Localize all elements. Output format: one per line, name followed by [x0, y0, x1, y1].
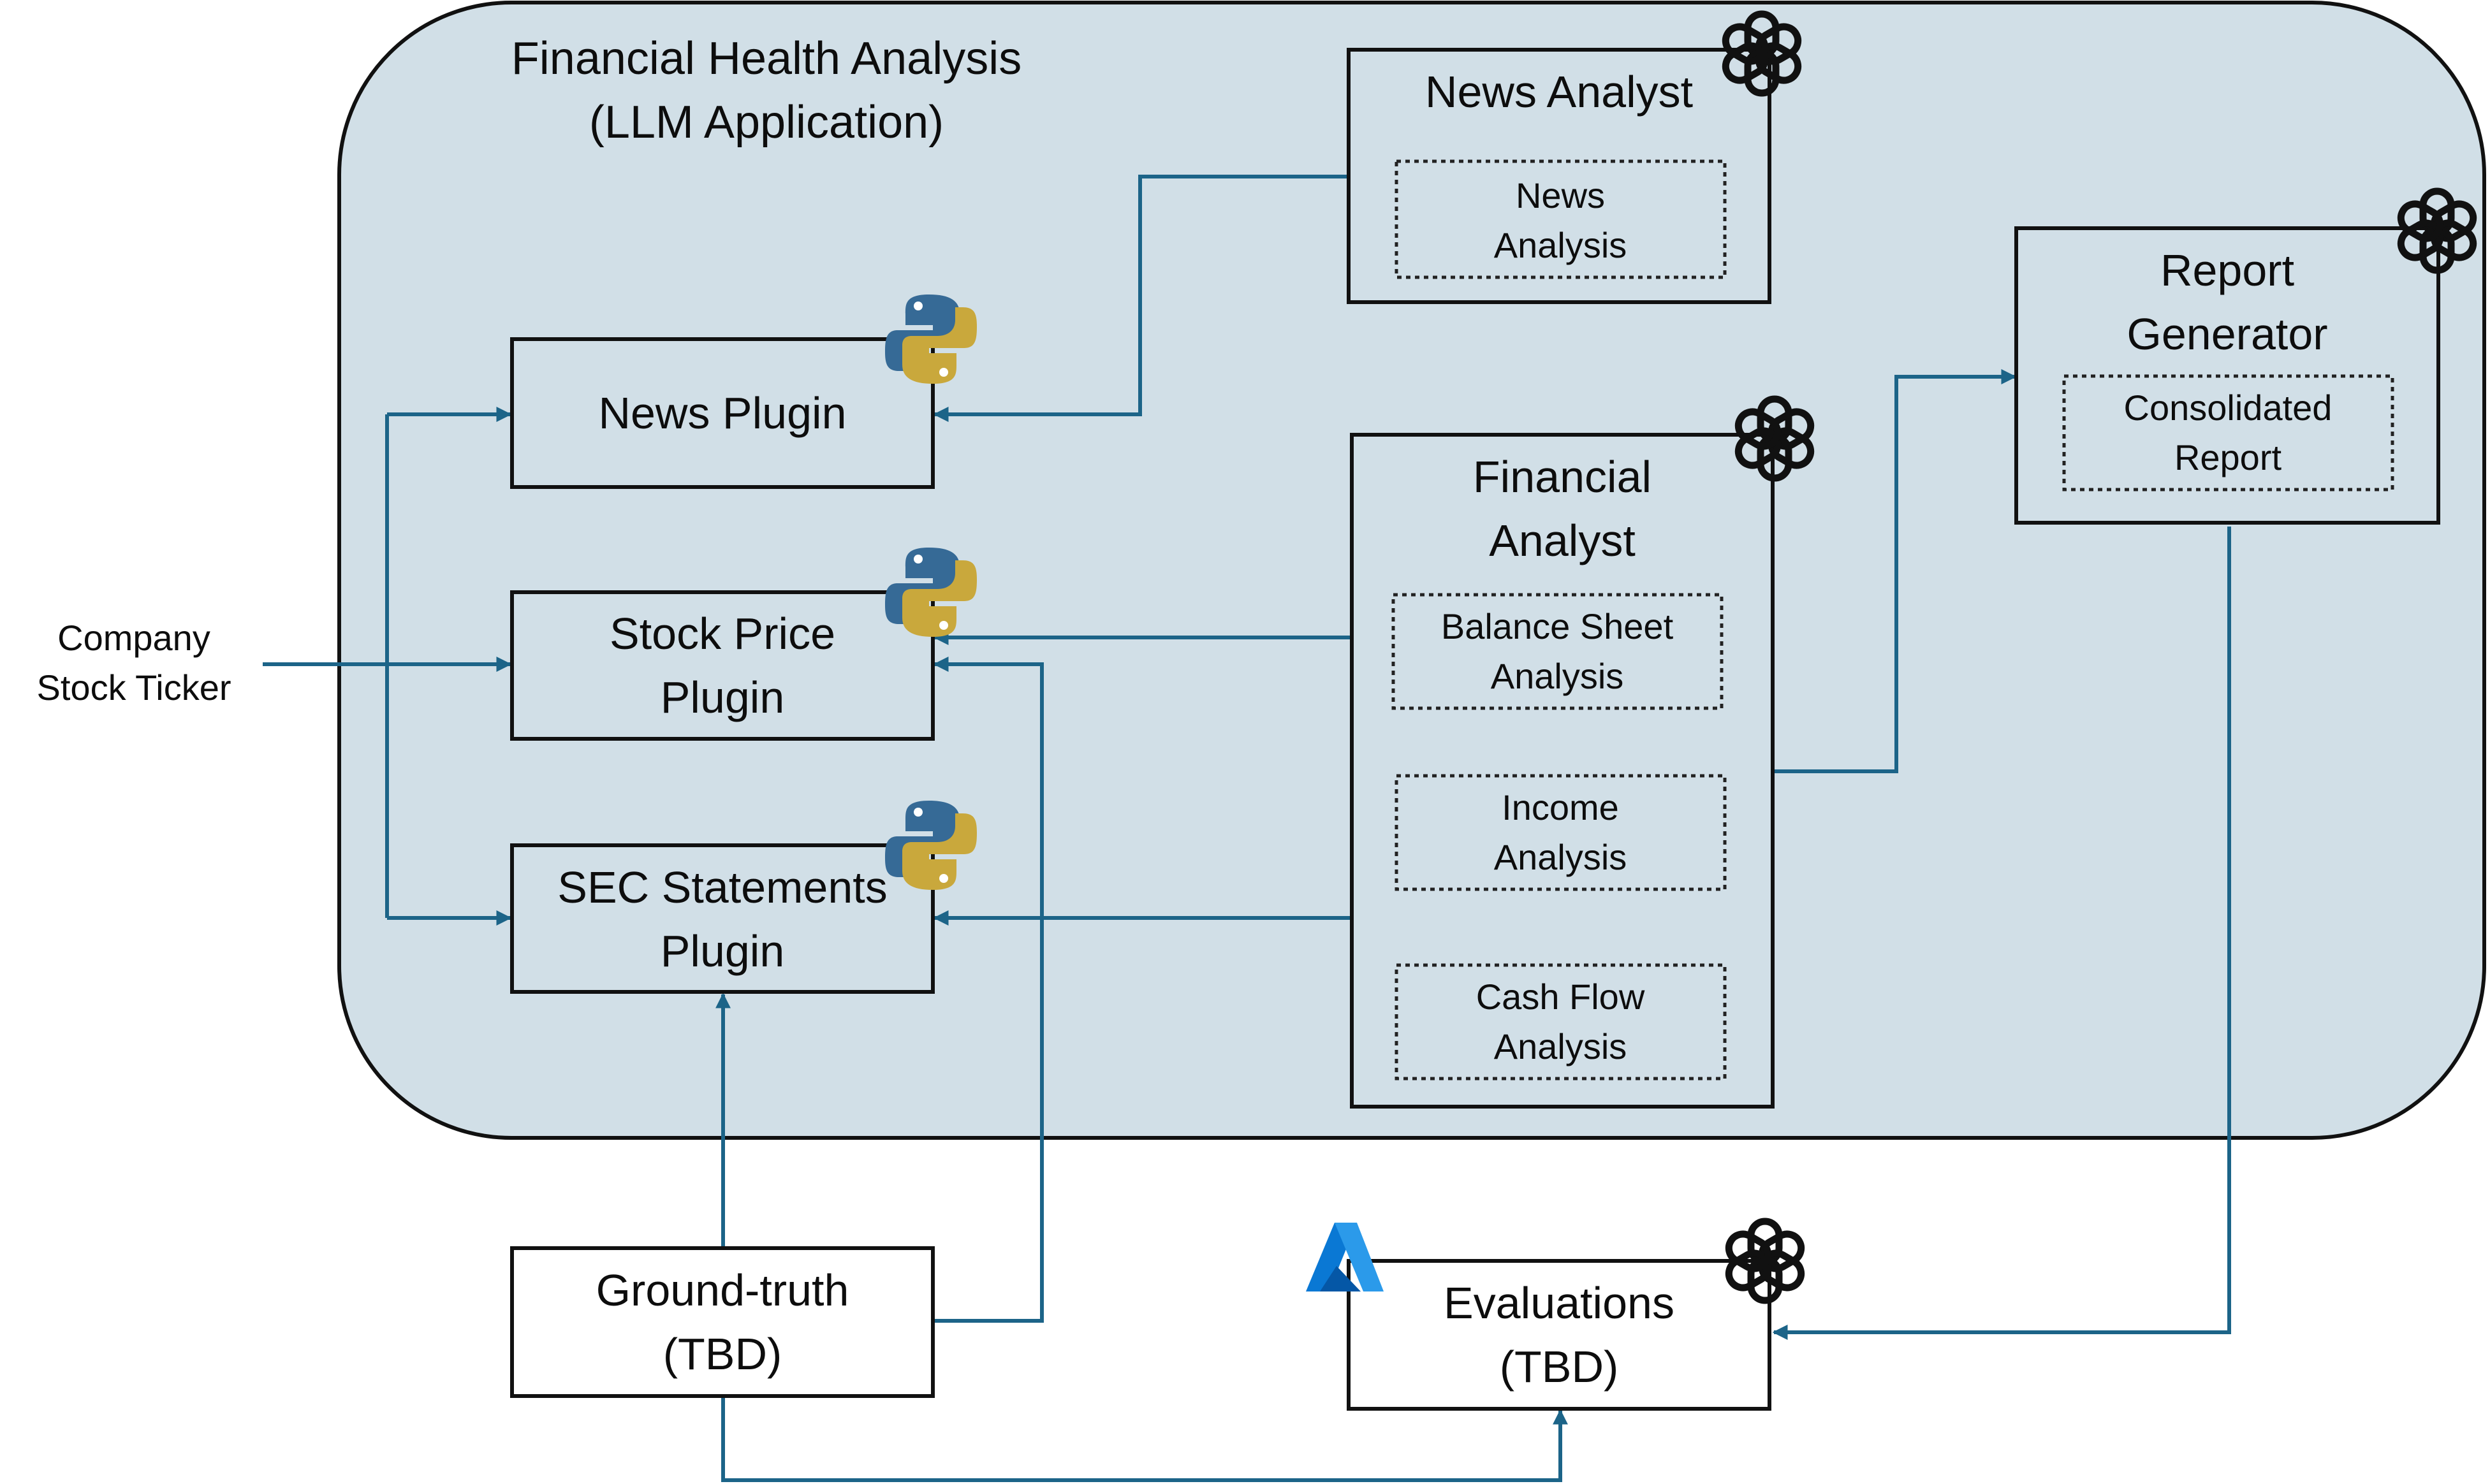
evaluations-box: Evaluations (TBD) — [1347, 1259, 1771, 1411]
news-analysis-line2: Analysis — [1494, 225, 1627, 265]
connector-report-to-evaluations — [1772, 527, 2231, 1340]
report-generator-title-line2: Generator — [2127, 309, 2327, 359]
connector-news-analyst-to-plugin — [933, 175, 1349, 422]
news-plugin: News Plugin — [510, 337, 935, 489]
stock-plugin-label-line1: Stock Price — [610, 609, 835, 658]
connector-groundtruth-to-stock — [933, 657, 1044, 1323]
consolidated-report-line1: Consolidated — [2124, 388, 2333, 428]
sec-plugin-label-line2: Plugin — [661, 926, 785, 976]
report-generator: Report Generator Consolidated Report — [2014, 226, 2440, 525]
ground-truth-line2: (TBD) — [663, 1329, 782, 1379]
ground-truth-box: Ground-truth (TBD) — [510, 1246, 935, 1398]
financial-analyst-title-line2: Analyst — [1489, 516, 1636, 565]
news-plugin-label: News Plugin — [598, 388, 846, 438]
report-generator-title-line1: Report — [2160, 245, 2294, 295]
news-analyst-title: News Analyst — [1425, 67, 1693, 117]
income-analysis-line1: Income — [1502, 787, 1619, 827]
financial-analyst-title-line1: Financial — [1473, 452, 1651, 502]
news-analysis-task — [1395, 159, 1727, 279]
stock-plugin-label-line2: Plugin — [661, 673, 785, 722]
evaluations-line2: (TBD) — [1500, 1342, 1619, 1392]
azure-icon — [1306, 1223, 1384, 1291]
financial-analyst: Financial Analyst Balance Sheet Analysis… — [1350, 433, 1775, 1109]
ground-truth-line1: Ground-truth — [596, 1265, 849, 1315]
income-analysis-task — [1395, 774, 1727, 891]
connectors — [263, 175, 2231, 1482]
connector-financial-to-report — [1775, 369, 2017, 773]
input-label-line2: Stock Ticker — [37, 667, 231, 708]
cash-flow-analysis-task — [1395, 963, 1727, 1080]
evaluations-line1: Evaluations — [1444, 1278, 1674, 1328]
consolidated-report-line2: Report — [2174, 437, 2282, 477]
input-label-line1: Company — [57, 618, 210, 658]
balance-sheet-analysis-task — [1391, 593, 1724, 710]
balance-sheet-line1: Balance Sheet — [1441, 606, 1674, 646]
cash-flow-line1: Cash Flow — [1476, 977, 1645, 1017]
news-analysis-line1: News — [1516, 175, 1605, 215]
container-title-line1: Financial Health Analysis — [511, 33, 1022, 84]
news-analyst: News Analyst News Analysis — [1347, 48, 1771, 304]
container-title-line2: (LLM Application) — [589, 97, 944, 148]
stock-price-plugin: Stock Price Plugin — [510, 590, 935, 741]
sec-statements-plugin: SEC Statements Plugin — [510, 843, 935, 994]
app-container — [337, 1, 2486, 1140]
income-analysis-line2: Analysis — [1494, 837, 1627, 877]
sec-plugin-label-line1: SEC Statements — [557, 862, 887, 912]
connector-groundtruth-to-evaluations — [721, 1396, 1568, 1482]
cash-flow-line2: Analysis — [1494, 1026, 1627, 1066]
consolidated-report-task — [2062, 374, 2394, 491]
balance-sheet-line2: Analysis — [1491, 656, 1624, 696]
